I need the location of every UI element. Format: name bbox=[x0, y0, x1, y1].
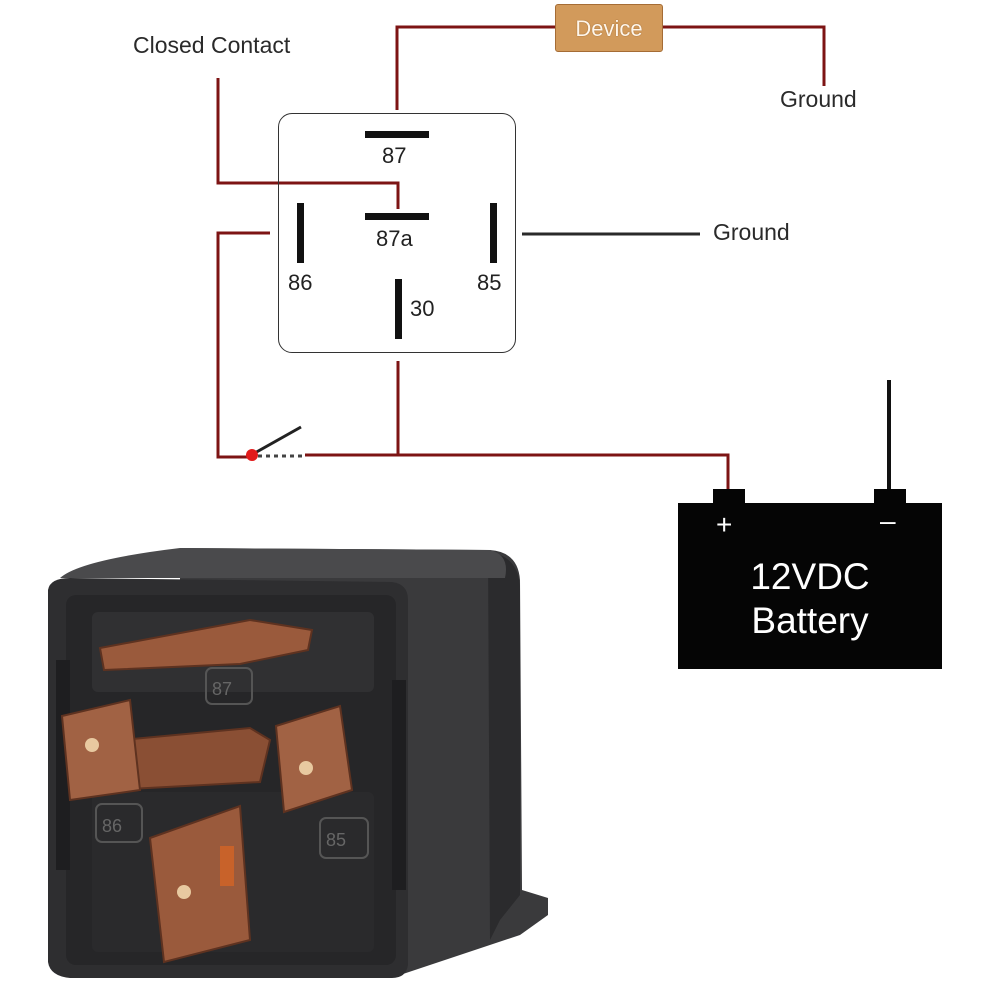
battery-minus-sign: – bbox=[880, 505, 896, 536]
device-ground-label: Ground bbox=[780, 86, 857, 112]
relay-pin-marks bbox=[297, 131, 497, 339]
pin-87-mark bbox=[365, 131, 429, 138]
closed-contact-label: Closed Contact bbox=[133, 32, 291, 58]
relay-schematic-box bbox=[278, 113, 516, 353]
pin-85-mark bbox=[490, 203, 497, 263]
pin-87a-mark bbox=[365, 213, 429, 220]
relay-photo: 87 86 85 bbox=[48, 548, 548, 978]
pin-85-label: 85 bbox=[477, 270, 502, 295]
battery-terminals bbox=[713, 380, 906, 509]
pin-87a-label: 87a bbox=[376, 226, 413, 251]
battery bbox=[678, 503, 942, 669]
terminal-30 bbox=[148, 804, 252, 964]
pin-30-mark bbox=[395, 279, 402, 339]
pin-87-label: 87 bbox=[382, 143, 407, 168]
pin-30-label: 30 bbox=[410, 296, 435, 321]
photo-pin-86-label: 86 bbox=[102, 816, 122, 836]
device-wire bbox=[395, 25, 826, 110]
terminal-85 bbox=[274, 704, 354, 814]
battery-name-label: Battery bbox=[751, 600, 869, 641]
terminal-87 bbox=[98, 618, 314, 672]
device-box: Device bbox=[555, 4, 663, 52]
switch-symbol bbox=[246, 425, 305, 461]
closed-contact-wire bbox=[216, 78, 400, 209]
pin-86-label: 86 bbox=[288, 270, 313, 295]
battery-positive-wire bbox=[305, 453, 730, 490]
coil-ground-label: Ground bbox=[713, 219, 790, 245]
battery-plus-sign: + bbox=[716, 509, 733, 540]
photo-pin-85-label: 85 bbox=[326, 830, 346, 850]
battery-voltage-label: 12VDC bbox=[750, 556, 870, 597]
coil-86-wire bbox=[216, 231, 270, 459]
terminal-86 bbox=[60, 698, 142, 802]
pin-86-mark bbox=[297, 203, 304, 263]
photo-pin-87-label: 87 bbox=[212, 679, 232, 699]
